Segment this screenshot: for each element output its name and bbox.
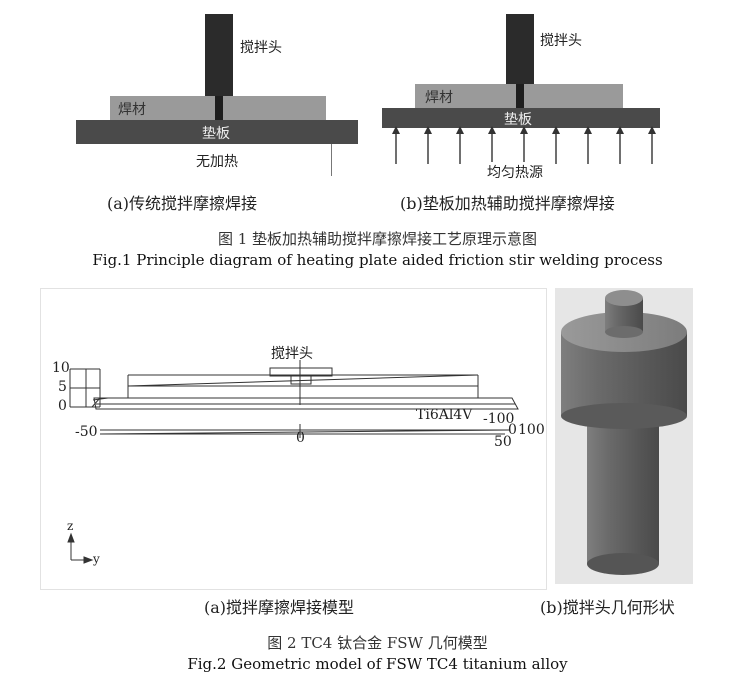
fsw-model-drawing: [67, 360, 519, 564]
tool-pin: [215, 96, 223, 120]
panel-b-caption: (b)垫板加热辅助搅拌摩擦焊接: [400, 194, 615, 213]
no-heating-label: 无加热: [196, 154, 238, 170]
workpiece-label: 焊材: [425, 90, 453, 106]
backing-plate: [382, 108, 660, 128]
fig2-panel-a: [40, 288, 547, 590]
panel-a-caption: (a)搅拌摩擦焊接模型: [204, 598, 355, 617]
tool-label: 搅拌头: [271, 346, 313, 362]
fig2-caption-cn: 图 2 TC4 钛合金 FSW 几何模型: [267, 634, 488, 652]
fig2-caption-en: Fig.2 Geometric model of FSW TC4 titaniu…: [187, 655, 568, 673]
x-tick-neg50: -50: [75, 424, 98, 440]
x-tick-50: 50: [494, 434, 512, 450]
y-tick-neg100: -100: [483, 411, 515, 427]
divider-line: [331, 144, 332, 176]
heat-arrows: [392, 126, 656, 164]
x-tick-0: 0: [296, 430, 305, 446]
backing-plate-label: 垫板: [504, 112, 532, 128]
panel-a-caption: (a)传统搅拌摩擦焊接: [107, 194, 258, 213]
panel-b-caption: (b)搅拌头几何形状: [540, 598, 675, 617]
tool-pin: [516, 84, 524, 108]
z-tick-10: 10: [52, 360, 70, 376]
figure-1: 搅拌头 焊材 垫板 无加热 (a)传统搅拌摩擦焊接: [0, 0, 755, 280]
uniform-heat-source-label: 均匀热源: [484, 162, 546, 182]
axis-z-label: z: [67, 519, 74, 533]
z-tick-5: 5: [58, 379, 67, 395]
y-tick-100: 100: [518, 422, 545, 438]
fig1-panel-b: 搅拌头 焊材 垫板 均匀热源 (b)垫板加热辅助搅拌摩擦焊接: [0, 0, 755, 220]
material-label: Ti6Al4V: [416, 407, 473, 423]
tool-label: 搅拌头: [540, 33, 582, 49]
fig1-caption-cn: 图 1 垫板加热辅助搅拌摩擦焊接工艺原理示意图: [217, 230, 538, 248]
y-tick-0: 0: [508, 422, 517, 438]
fig1-caption-en: Fig.1 Principle diagram of heating plate…: [92, 251, 663, 269]
workpiece-label: 焊材: [118, 102, 146, 118]
tool-label: 搅拌头: [240, 40, 282, 56]
fig1-panel-a: 搅拌头 焊材 垫板 无加热 (a)传统搅拌摩擦焊接: [0, 0, 380, 220]
figure-2: 搅拌头 Ti6Al4V 10 5 0 -50 0 50 -100 0 100 z…: [0, 280, 755, 685]
tool-shank: [506, 14, 534, 84]
z-tick-0: 0: [58, 398, 67, 414]
axis-y-label: y: [93, 552, 100, 566]
tool-shank: [205, 14, 233, 96]
backing-plate: [76, 120, 358, 144]
tool-3d-render: [561, 290, 687, 575]
backing-plate-label: 垫板: [202, 126, 230, 142]
